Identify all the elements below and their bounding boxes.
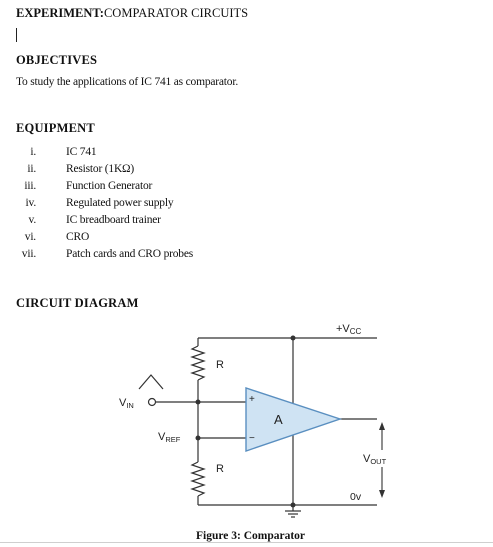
vin-label: VIN <box>119 397 134 410</box>
junction-dot <box>195 399 201 405</box>
page-divider <box>0 542 493 543</box>
list-item: ii. Resistor (1KΩ) <box>14 161 193 178</box>
junction-dot <box>290 335 296 341</box>
zero-volt-label: 0v <box>350 491 362 503</box>
equipment-heading: EQUIPMENT <box>16 121 95 135</box>
vin-terminal <box>147 397 157 407</box>
triangle-wave-icon <box>138 374 164 390</box>
text-cursor <box>16 28 17 42</box>
resistor-top-label: R <box>216 359 224 371</box>
list-item: vi. CRO <box>14 229 193 246</box>
plus-input-label: + <box>249 394 255 405</box>
figure-caption: Figure 3: Comparator <box>196 530 306 542</box>
resistor-bottom-label: R <box>216 463 224 475</box>
opamp-label: A <box>274 412 283 427</box>
list-item: v. IC breadboard trainer <box>14 212 193 229</box>
circuit-heading: CIRCUIT DIAGRAM <box>16 296 139 310</box>
list-item-number: vii. <box>21 248 36 260</box>
vref-label: VREF <box>158 431 181 444</box>
junction-dot <box>195 435 201 441</box>
list-item-number: vi. <box>24 231 36 243</box>
list-item: i. IC 741 <box>14 144 193 161</box>
document-title: EXPERIMENT:COMPARATOR CIRCUITS <box>16 6 248 21</box>
list-item-number: iv. <box>25 197 37 209</box>
list-item-label: Patch cards and CRO probes <box>66 248 194 260</box>
objectives-text: To study the applications of IC 741 as c… <box>16 76 239 88</box>
vout-arrow <box>379 422 385 498</box>
junction-dot <box>290 502 296 508</box>
list-item-number: iii. <box>24 180 36 192</box>
list-item-number: i. <box>30 146 36 158</box>
list-item-label: CRO <box>66 231 90 243</box>
list-item-label: IC 741 <box>66 146 97 158</box>
list-item-label: IC breadboard trainer <box>66 214 161 226</box>
opamp-symbol <box>245 387 343 452</box>
list-item: vii. Patch cards and CRO probes <box>14 246 193 263</box>
resistor-top <box>190 345 206 381</box>
circuit-wires <box>138 337 377 518</box>
list-item: iv. Regulated power supply <box>14 195 193 212</box>
vcc-label: +VCC <box>336 323 362 336</box>
equipment-list: i. IC 741 ii. Resistor (1KΩ) iii. Function … <box>14 144 193 263</box>
list-item-label: Resistor (1KΩ) <box>66 163 135 175</box>
resistor-bottom <box>190 461 206 497</box>
minus-input-label: − <box>249 433 255 444</box>
title-bold: EXPERIMENT: <box>16 6 104 20</box>
vout-label: VOUT <box>363 453 387 466</box>
title-rest: COMPARATOR CIRCUITS <box>103 6 249 20</box>
list-item-label: Function Generator <box>66 180 153 192</box>
list-item-label: Regulated power supply <box>66 197 174 209</box>
list-item-number: v. <box>28 214 37 226</box>
list-item-number: ii. <box>27 163 36 175</box>
list-item: iii. Function Generator <box>14 178 193 195</box>
objectives-heading: OBJECTIVES <box>16 53 98 67</box>
